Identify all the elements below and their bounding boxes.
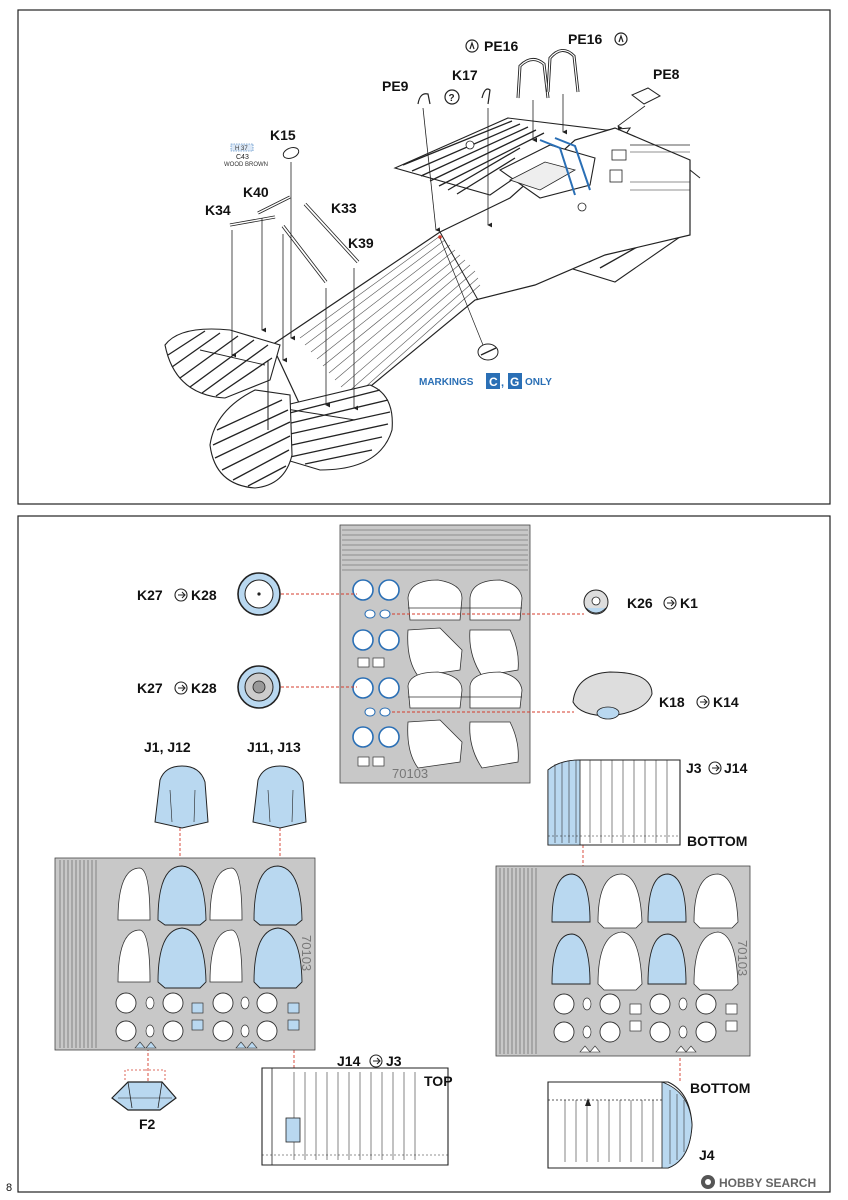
markings-separator: , <box>501 377 504 389</box>
part-pe8-shape <box>631 87 661 105</box>
svg-text:J3: J3 <box>686 760 702 776</box>
mask-sheet-right: 70103 <box>495 865 751 1057</box>
canopy-left <box>154 765 209 829</box>
mask-sheet-left: 70103 <box>54 857 316 1051</box>
label-k27-k28-lower: K27 K28 <box>137 680 217 696</box>
label-canopy-left: J1, J12 <box>144 739 191 755</box>
label-j3-j14: J3 J14 <box>686 760 748 776</box>
label-k40: K40 <box>243 184 269 200</box>
wheel-mask-lower-right <box>572 671 653 720</box>
label-k17: K17 <box>452 67 478 83</box>
markings-letter-c: C <box>489 375 498 389</box>
label-pe16-left: PE16 <box>484 38 518 54</box>
mask-sheet-code-right: 70103 <box>735 940 750 976</box>
mask-sheet-code-center: 70103 <box>392 766 428 781</box>
watermark-text: HOBBY SEARCH <box>719 1176 816 1190</box>
label-bottom-lower: BOTTOM <box>690 1080 750 1096</box>
svg-text:K28: K28 <box>191 680 217 696</box>
svg-text:K18: K18 <box>659 694 685 710</box>
label-pe9: PE9 <box>382 78 409 94</box>
svg-text:J14: J14 <box>724 760 748 776</box>
top-panel-frame <box>17 9 831 505</box>
wheel-mask-upper-left <box>237 572 281 616</box>
label-k18-k14: K18 K14 <box>659 694 739 710</box>
label-top: TOP <box>424 1073 453 1089</box>
markings-prefix: MARKINGS <box>419 377 474 388</box>
color-ref: H 37 <box>235 146 248 152</box>
stencil-leader <box>439 237 484 346</box>
right-tailplane <box>209 360 393 489</box>
wing-j14-j3 <box>261 1067 449 1166</box>
svg-text:K27: K27 <box>137 587 163 603</box>
color-callout: H 37 C43 WOOD BROWN <box>224 143 268 168</box>
color-name: WOOD BROWN <box>224 162 268 168</box>
label-canopy-right: J11, J13 <box>247 739 301 755</box>
wing-j4 <box>547 1081 693 1169</box>
svg-text:J3: J3 <box>386 1053 402 1069</box>
mask-sheet-center: 70103 <box>339 524 531 784</box>
question-icon: ? <box>444 89 460 105</box>
bend-icon-left <box>465 39 479 53</box>
small-parts <box>229 49 661 361</box>
label-pe16-right: PE16 <box>568 31 602 47</box>
svg-text:K28: K28 <box>191 587 217 603</box>
assembly-arrows <box>231 94 646 411</box>
label-k26-k1: K26 K1 <box>627 595 698 611</box>
markings-letter-g: G <box>510 375 519 389</box>
part-k15-shape <box>282 147 300 159</box>
label-f2: F2 <box>139 1116 156 1132</box>
canopy-right <box>252 765 307 829</box>
color-code: C43 <box>236 154 249 161</box>
svg-text:?: ? <box>449 93 455 104</box>
bottom-panel-frame <box>17 515 831 1193</box>
label-pe8: PE8 <box>653 66 680 82</box>
label-j4: J4 <box>699 1147 715 1163</box>
label-j14-j3: J14 J3 <box>337 1053 402 1069</box>
watermark: HOBBY SEARCH <box>701 1175 816 1190</box>
svg-text:K1: K1 <box>680 595 698 611</box>
label-k34: K34 <box>205 202 231 218</box>
wheel-mask-upper-right <box>583 589 609 615</box>
aircraft-assembly <box>164 117 701 489</box>
label-k27-k28-upper: K27 K28 <box>137 587 217 603</box>
markings-note: MARKINGS C , G ONLY <box>419 373 552 389</box>
svg-text:K26: K26 <box>627 595 653 611</box>
bend-icon-right <box>614 32 628 46</box>
part-pe16-left-shape <box>516 58 550 99</box>
label-k33: K33 <box>331 200 357 216</box>
left-tailplane <box>164 328 281 399</box>
fuselage <box>271 127 691 406</box>
mask-sheet-code-left: 70103 <box>299 935 314 971</box>
label-k39: K39 <box>348 235 374 251</box>
part-pe9-shape <box>417 93 431 105</box>
svg-text:J14: J14 <box>337 1053 361 1069</box>
page-number: 8 <box>6 1182 12 1194</box>
wheel-mask-lower-left <box>237 665 281 709</box>
svg-text:K14: K14 <box>713 694 739 710</box>
label-bottom-upper: BOTTOM <box>687 833 747 849</box>
windscreen-f2 <box>111 1069 177 1111</box>
svg-text:K27: K27 <box>137 680 163 696</box>
label-k15: K15 <box>270 127 296 143</box>
wing-j3-j14 <box>547 759 681 846</box>
markings-suffix: ONLY <box>525 377 552 388</box>
part-k17-shape <box>481 88 491 105</box>
